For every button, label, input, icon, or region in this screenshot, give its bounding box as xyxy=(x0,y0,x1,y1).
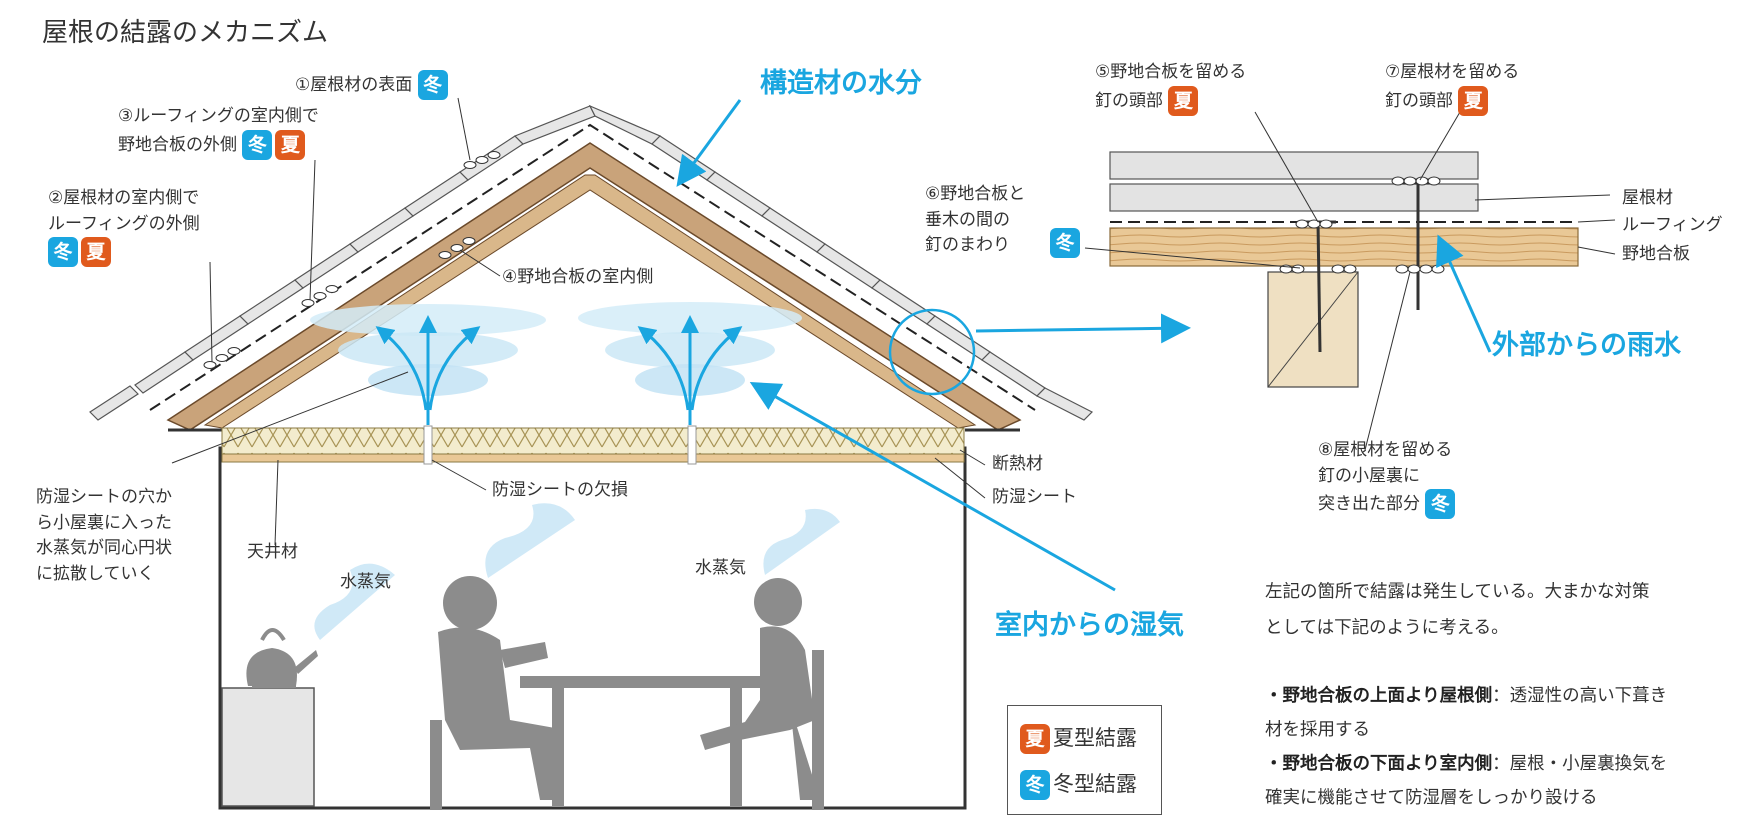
label-6-line2: 垂木の間の xyxy=(925,209,1010,230)
note-bullet2-head: ・野地合板の下面より室内側 xyxy=(1265,754,1493,774)
summer-badge: 夏 xyxy=(1020,724,1050,754)
label-sheet-defect: 防湿シートの欠損 xyxy=(492,480,628,500)
label-8: ⑧屋根材を留める 釘の小屋裏に 突き出た部分 冬 xyxy=(1318,438,1458,519)
label-diffusion: 防湿シートの穴か ら小屋裏に入った 水蒸気が同心円状 に拡散していく xyxy=(36,485,172,587)
summer-badge: 夏 xyxy=(1168,85,1199,116)
summer-badge: 夏 xyxy=(81,237,111,267)
label-7: ⑦屋根材を留める 釘の頭部 夏 xyxy=(1385,60,1519,116)
vapor-clouds xyxy=(310,302,802,425)
legend: 夏夏型結露 冬冬型結露 xyxy=(1007,705,1162,815)
legend-winter: 冬冬型結露 xyxy=(1020,768,1137,800)
label-7-line2: 釘の頭部 夏 xyxy=(1385,85,1519,116)
label-5-line2: 釘の頭部 夏 xyxy=(1095,85,1246,116)
insulation-layer xyxy=(221,425,965,465)
label-1-roof-surface: ①屋根材の表面 冬 xyxy=(295,70,451,100)
label-6-line1: ⑥野地合板と xyxy=(925,184,1026,204)
label-2: ②屋根材の室内側で ルーフィングの外側 冬夏 xyxy=(48,186,200,267)
detail-section xyxy=(1084,111,1616,451)
label-5-text: 釘の頭部 xyxy=(1095,90,1163,111)
label-5-line1: ⑤野地合板を留める xyxy=(1095,62,1247,82)
label-8-line2: 釘の小屋裏に xyxy=(1318,465,1420,486)
callout-indoor-moisture: 室内からの湿気 xyxy=(995,610,1184,641)
diffusion-line4: に拡散していく xyxy=(36,563,155,584)
note-bullet1: ・野地合板の上面より屋根側：透湿性の高い下葺き xyxy=(1265,686,1668,706)
callout-arrows xyxy=(676,99,1191,592)
label-2-line1: ②屋根材の室内側で xyxy=(48,188,200,208)
label-steam-left: 水蒸気 xyxy=(340,572,391,592)
condensation-drops xyxy=(203,151,501,369)
label-3: ③ルーフィングの室内側で 野地合板の外側 冬夏 xyxy=(118,104,319,160)
summer-badge: 夏 xyxy=(275,129,306,160)
label-roof-material: 屋根材 xyxy=(1622,188,1673,208)
winter-badge: 冬 xyxy=(1425,489,1456,519)
label-insulation: 断熱材 xyxy=(992,454,1043,474)
note-bullet1-text: ：透湿性の高い下葺き xyxy=(1492,686,1668,706)
label-6: ⑥野地合板と 垂木の間の 釘のまわり xyxy=(925,182,1025,259)
diffusion-line3: 水蒸気が同心円状 xyxy=(36,538,172,558)
note-bullet2-text: ：屋根・小屋裏換気を xyxy=(1492,754,1668,774)
note-line1: 左記の箇所で結露は発生している。大まかな対策 xyxy=(1265,582,1650,602)
label-7-line1: ⑦屋根材を留める xyxy=(1385,62,1520,82)
winter-badge: 冬 xyxy=(1050,228,1080,258)
diffusion-line2: ら小屋裏に入った xyxy=(36,512,172,533)
callout-structural-moisture: 構造材の水分 xyxy=(760,68,922,99)
label-4: ④野地合板の室内側 xyxy=(502,267,654,287)
winter-badge: 冬 xyxy=(417,70,448,100)
label-roofing: ルーフィング xyxy=(1622,215,1723,235)
label-6-line3: 釘のまわり xyxy=(925,235,1010,255)
callout-rainwater: 外部からの雨水 xyxy=(1492,330,1681,361)
label-8-line1: ⑧屋根材を留める xyxy=(1318,440,1453,460)
label-3-line1: ③ルーフィングの室内側で xyxy=(118,106,319,126)
label-plywood: 野地合板 xyxy=(1622,244,1690,264)
roof xyxy=(89,104,1094,432)
label-vapor-sheet: 防湿シート xyxy=(992,487,1077,507)
label-1-text: ①屋根材の表面 xyxy=(295,75,413,95)
winter-badge: 冬 xyxy=(242,129,273,160)
legend-winter-text: 冬型結露 xyxy=(1053,772,1137,796)
leader-lines xyxy=(171,97,986,546)
legend-summer: 夏夏型結露 xyxy=(1020,722,1137,754)
diffusion-line1: 防湿シートの穴か xyxy=(36,487,172,507)
note-bullet2: ・野地合板の下面より室内側：屋根・小屋裏換気を xyxy=(1265,754,1668,774)
page-title: 屋根の結露のメカニズム xyxy=(42,18,329,48)
indoor-scene xyxy=(221,503,840,810)
note-line2: としては下記のように考える。 xyxy=(1265,618,1509,638)
label-8-text: 突き出た部分 xyxy=(1318,494,1420,514)
label-7-text: 釘の頭部 xyxy=(1385,90,1453,111)
winter-badge: 冬 xyxy=(48,237,78,267)
note-bullet2-cont: 確実に機能させて防湿層をしっかり設ける xyxy=(1265,788,1598,808)
summer-badge: 夏 xyxy=(1458,85,1489,116)
label-3-text: 野地合板の外側 xyxy=(118,134,237,155)
label-5: ⑤野地合板を留める 釘の頭部 夏 xyxy=(1095,60,1246,116)
note-bullet1-cont: 材を採用する xyxy=(1265,720,1370,740)
legend-summer-text: 夏型結露 xyxy=(1053,726,1137,750)
label-2-line2: ルーフィングの外側 xyxy=(48,213,200,234)
house-walls xyxy=(218,446,967,810)
label-ceiling: 天井材 xyxy=(247,542,298,562)
winter-badge: 冬 xyxy=(1020,770,1050,800)
label-3-line2: 野地合板の外側 冬夏 xyxy=(118,129,319,160)
label-steam-right: 水蒸気 xyxy=(695,558,746,578)
label-2-badges: 冬夏 xyxy=(48,237,200,267)
label-8-line3: 突き出た部分 冬 xyxy=(1318,489,1458,519)
note-bullet1-head: ・野地合板の上面より屋根側 xyxy=(1265,686,1493,706)
